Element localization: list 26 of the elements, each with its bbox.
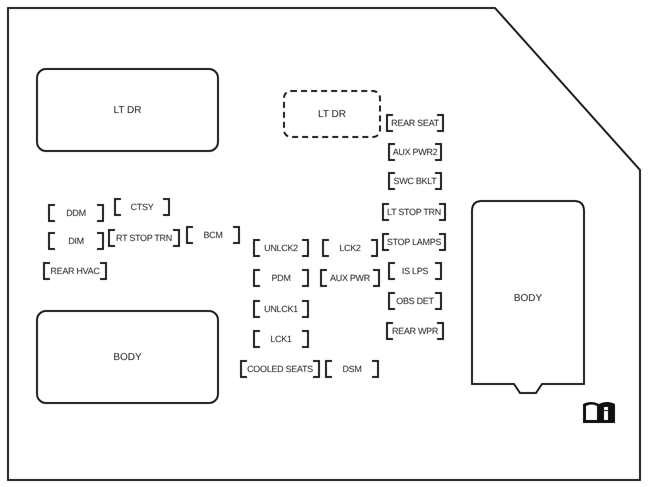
fuse-slot: AUX PWR (320, 269, 380, 287)
fuse-slot: LT STOP TRN (382, 203, 446, 221)
fuse-slot: CTSY (114, 198, 170, 216)
fuse-block: LT DR (36, 68, 219, 152)
fuse-slot: AUX PWR2 (388, 143, 442, 161)
block-label: BODY (514, 292, 542, 304)
fuse-slot: DIM (48, 232, 104, 250)
fuse-slot: UNLCK2 (253, 239, 309, 257)
fuse-slot: DDM (48, 204, 104, 222)
fuse-slot: REAR SEAT (386, 114, 444, 132)
fuse-slot: COOLED SEATS (240, 360, 320, 378)
fuse-slot: REAR HVAC (43, 262, 107, 280)
fuse-slot: PDM (253, 269, 309, 287)
fuse-block-outline: LT DR (283, 90, 381, 138)
fuse-slot: BCM (186, 226, 240, 244)
fuse-slot: RT STOP TRN (108, 229, 180, 247)
fuse-slot: STOP LAMPS (382, 233, 446, 251)
fuse-slot: SWC BKLT (388, 172, 442, 190)
fuse-slot: REAR WPR (386, 322, 444, 340)
fuse-slot: UNLCK1 (253, 300, 309, 318)
fuse-slot: IS LPS (388, 262, 442, 280)
fuse-slot: OBS DET (388, 292, 442, 310)
fuse-slot: LCK2 (322, 239, 378, 257)
fuse-block: BODY (36, 310, 219, 404)
fuse-slot: DSM (325, 360, 379, 378)
fuse-slot: LCK1 (253, 330, 309, 348)
